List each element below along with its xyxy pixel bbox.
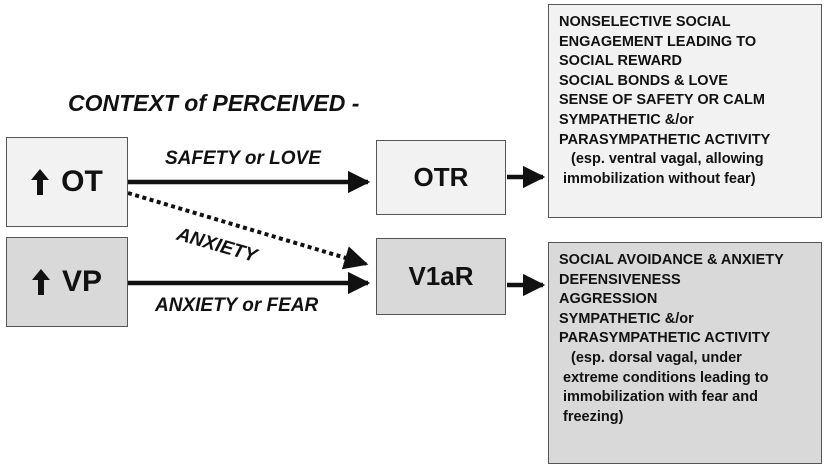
v1ar-effect-line: (esp. dorsal vagal, under [571,349,742,366]
edge-label-safety-or-love: SAFETY or LOVE [165,148,321,169]
ot-label: OT [61,165,103,198]
vp-label: VP [61,265,103,298]
ot-node: OT [6,137,128,227]
otr-effects-box: NONSELECTIVE SOCIAL ENGAGEMENT LEADING T… [548,4,822,218]
v1ar-effect-line: AGGRESSION [559,291,658,308]
v1ar-effect-line: immobilization with fear and [563,389,758,406]
arrow-ot-to-v1ar [127,191,369,270]
otr-effect-line: immobilization without fear) [563,170,756,187]
otr-node: OTR [376,140,506,215]
otr-effect-line: SOCIAL BONDS & LOVE [559,72,728,89]
v1ar-node: V1aR [376,238,506,315]
v1ar-effect-line: SOCIAL AVOIDANCE & ANXIETY [559,252,784,268]
otr-effect-line: NONSELECTIVE SOCIAL [559,14,731,30]
otr-effect-line: SENSE OF SAFETY OR CALM [559,92,765,109]
otr-label: OTR [413,162,469,192]
otr-effect-line: ENGAGEMENT LEADING TO [559,33,757,50]
otr-effect-line: (esp. ventral vagal, allowing [571,151,764,168]
otr-effect-line: PARASYMPATHETIC ACTIVITY [559,131,771,148]
v1ar-effect-line: PARASYMPATHETIC ACTIVITY [559,330,771,347]
up-arrow-icon [31,169,50,195]
otr-effect-line: SYMPATHETIC &/or [559,111,694,128]
context-heading: CONTEXT of PERCEIVED - [68,90,360,116]
v1ar-effect-line: DEFENSIVENESS [559,271,681,288]
v1ar-effect-line: extreme conditions leading to [563,369,769,386]
v1ar-effect-line: freezing) [563,408,624,425]
v1ar-effects-box: SOCIAL AVOIDANCE & ANXIETY DEFENSIVENESS… [548,242,822,464]
v1ar-effect-line: SYMPATHETIC &/or [559,310,694,327]
up-arrow-icon [31,269,50,295]
otr-effect-line: SOCIAL REWARD [559,53,682,70]
edge-label-anxiety-or-fear: ANXIETY or FEAR [155,295,319,316]
vp-node: VP [6,237,128,327]
v1ar-label: V1aR [408,261,474,291]
